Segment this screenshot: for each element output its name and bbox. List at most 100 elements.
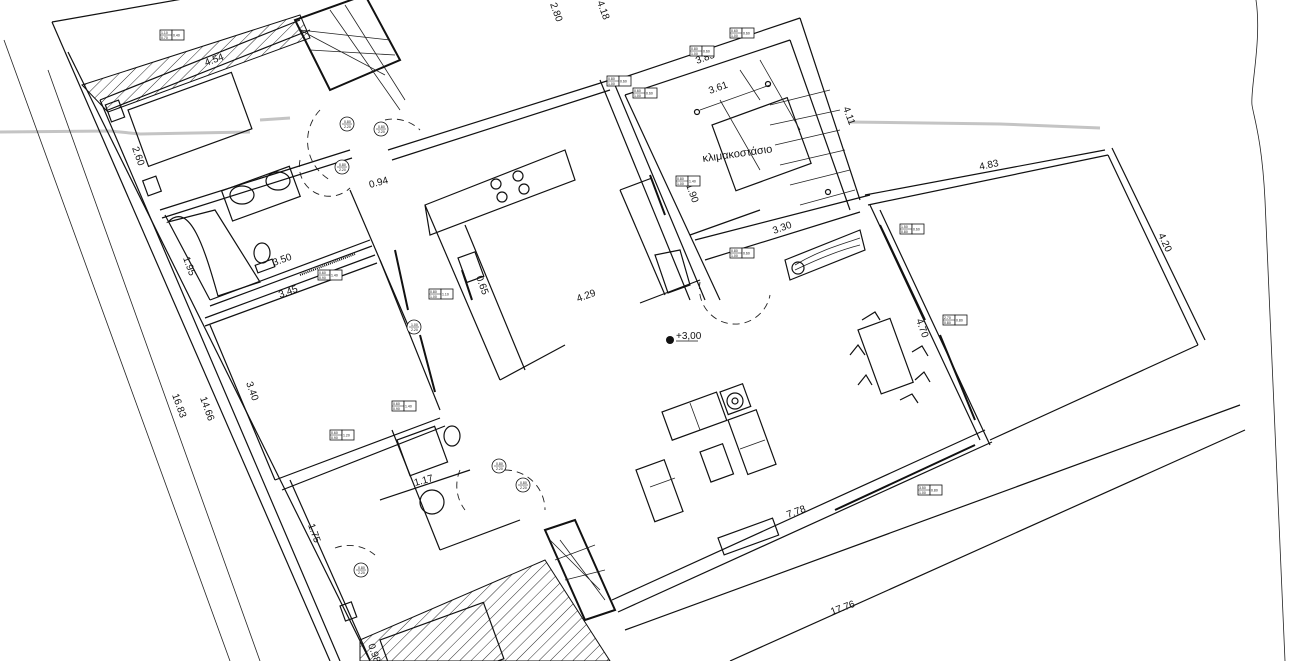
svg-text:1.40: 1.40 — [331, 274, 338, 278]
svg-text:0.60: 0.60 — [393, 402, 400, 406]
svg-text:0.80: 0.80 — [691, 47, 698, 51]
svg-text:0.60: 0.60 — [743, 252, 750, 256]
svg-text:0.80: 0.80 — [430, 290, 437, 294]
svg-text:0.60: 0.60 — [620, 80, 627, 84]
svg-text:0.80: 0.80 — [944, 321, 951, 325]
svg-text:1.00: 1.00 — [677, 182, 684, 186]
svg-text:1.00: 1.00 — [634, 94, 641, 98]
sheet-edge — [1251, 0, 1286, 661]
door-tag: 0.802.20 — [353, 562, 369, 578]
svg-text:1.00: 1.00 — [430, 295, 437, 299]
dim-bedroom2-depth: 3.40 — [243, 380, 260, 402]
bed-top-left — [127, 71, 253, 168]
svg-text:0.40: 0.40 — [173, 34, 180, 38]
dim-bedroom2-width: 3.45 — [277, 284, 299, 301]
dim-top-room-small: 2.80 — [547, 1, 564, 23]
terrace — [864, 147, 1206, 441]
svg-text:1.00: 1.00 — [608, 82, 615, 86]
door-tag: 0.802.20 — [373, 121, 389, 137]
dim-corridor: 0.94 — [368, 175, 390, 191]
svg-text:2.20: 2.20 — [378, 130, 385, 134]
dim-stair-right: 4.11 — [840, 105, 857, 127]
svg-text:3.50: 3.50 — [919, 486, 926, 490]
door-tag: 0.802.20 — [515, 477, 531, 493]
svg-text:0.80: 0.80 — [344, 120, 351, 124]
svg-text:2.20: 2.20 — [411, 328, 418, 332]
svg-text:1.00: 1.00 — [691, 52, 698, 56]
planter — [784, 229, 866, 281]
dim-living-bottom: 7.78 — [785, 504, 807, 521]
svg-text:1.40: 1.40 — [689, 180, 696, 184]
dimension-labels: 4.54 2.60 0.94 3.50 1.95 3.45 3.40 1.17 … — [129, 0, 1173, 661]
svg-text:0.60: 0.60 — [319, 271, 326, 275]
svg-text:0.80: 0.80 — [901, 230, 908, 234]
svg-text:1.00: 1.00 — [411, 323, 418, 327]
dim-bath-depth: 1.95 — [180, 255, 197, 277]
svg-text:1.10: 1.10 — [442, 293, 449, 297]
dim-top-right-wall: 4.18 — [594, 0, 611, 22]
window-tag: 0.601.000.60 — [632, 87, 658, 99]
level-marker: +3,00 — [666, 331, 702, 344]
svg-text:2.20: 2.20 — [358, 571, 365, 575]
svg-text:1.00: 1.00 — [731, 34, 738, 38]
svg-text:0.90: 0.90 — [331, 436, 338, 440]
svg-text:2.70: 2.70 — [944, 316, 951, 320]
dim-outer-bottom: 17.76 — [829, 599, 857, 618]
svg-text:1.10: 1.10 — [161, 31, 168, 35]
window-tag: 1.500.800.60 — [899, 223, 925, 235]
window-tag: 0.801.000.60 — [689, 45, 715, 57]
dim-kitchen-width: 4.29 — [575, 288, 597, 305]
svg-text:2.20: 2.20 — [344, 125, 351, 129]
svg-text:0.90: 0.90 — [393, 407, 400, 411]
window-tags: 1.100.700.40 0.801.000.60 0.601.000.60 0… — [159, 27, 968, 496]
svg-text:0.80: 0.80 — [378, 125, 385, 129]
dim-outer-left-1: 14.66 — [197, 395, 216, 423]
window-tag: 0.601.000.60 — [729, 27, 755, 39]
svg-text:2.20: 2.20 — [520, 486, 527, 490]
window-tag: 0.801.00 1.10 — [428, 288, 454, 300]
window-tag: 3.501.00 0.80 — [917, 484, 943, 496]
living-furniture — [635, 311, 931, 523]
svg-text:0.80: 0.80 — [496, 462, 503, 466]
dim-bedroom3-depth: 1.75 — [305, 522, 322, 544]
dim-terrace-top: 4.83 — [978, 158, 1000, 173]
svg-text:0.60: 0.60 — [731, 29, 738, 33]
svg-text:0.80: 0.80 — [677, 177, 684, 181]
door-tags: 0.802.20 0.802.20 0.802.20 1.002.20 0.80… — [334, 116, 531, 578]
window-tag: 0.801.00 0.60 — [606, 75, 632, 87]
svg-text:1.00: 1.00 — [731, 254, 738, 258]
window-tag: 0.600.901.20 — [329, 429, 355, 441]
dim-living-right: 4.70 — [913, 317, 930, 339]
svg-text:0.80: 0.80 — [608, 77, 615, 81]
svg-text:1.00: 1.00 — [919, 491, 926, 495]
svg-text:0.60: 0.60 — [913, 228, 920, 232]
door-tag: 1.002.20 — [406, 319, 422, 335]
scan-smudge — [0, 116, 1101, 136]
svg-text:0.60: 0.60 — [331, 431, 338, 435]
room-label-staircase: κλιμακοστάσιο — [702, 143, 773, 165]
dim-kitchen-sink: 0.65 — [473, 274, 490, 296]
svg-text:0.90: 0.90 — [319, 276, 326, 280]
toilet-icon — [253, 242, 271, 264]
kitchen — [424, 149, 576, 381]
level-marker-text: +3,00 — [676, 331, 702, 342]
staircase — [609, 17, 871, 261]
window-tag: 2.700.800.80 — [942, 314, 968, 326]
window-tag: 1.100.70 0.40 — [159, 29, 185, 41]
dim-top-bedroom-depth: 2.60 — [129, 145, 146, 167]
dim-wc-width: 1.17 — [413, 473, 435, 489]
svg-text:0.80: 0.80 — [339, 163, 346, 167]
svg-text:2.20: 2.20 — [496, 467, 503, 471]
door-tag: 0.802.20 — [339, 116, 355, 132]
window-tag: 0.600.90 1.40 — [317, 269, 343, 281]
svg-text:0.80: 0.80 — [956, 319, 963, 323]
door-tag: 0.802.20 — [491, 458, 507, 474]
top-stair-block — [293, 0, 406, 111]
bottom-stair-block — [543, 518, 617, 622]
svg-text:0.80: 0.80 — [931, 489, 938, 493]
window-tag: 0.600.901.40 — [391, 400, 417, 412]
coffee-table — [699, 443, 735, 483]
svg-text:0.70: 0.70 — [161, 36, 168, 40]
dim-stair-inner: 3.61 — [707, 80, 729, 97]
